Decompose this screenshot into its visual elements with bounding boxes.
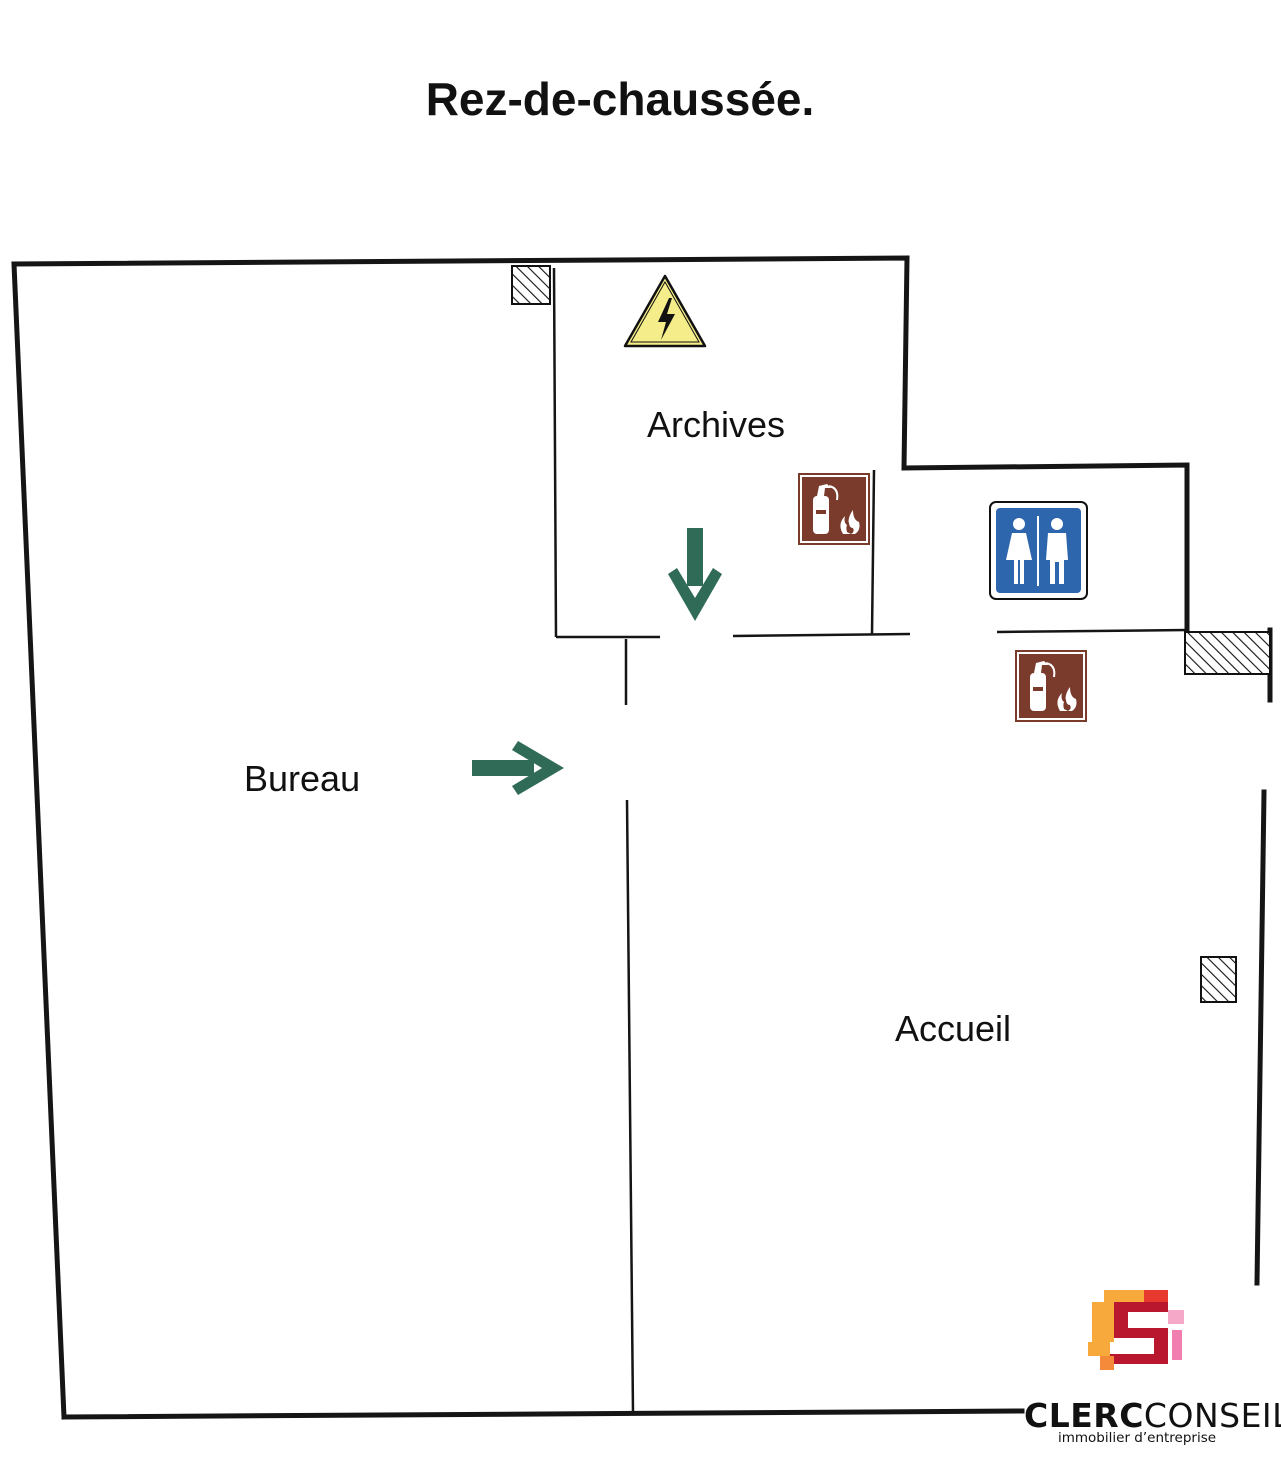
brand-name-bold: CLERC	[1024, 1396, 1144, 1435]
brand-name: CLERCCONSEIL	[1024, 1396, 1281, 1435]
fire-extinguisher-icon	[1015, 650, 1087, 722]
plan-title: Rez-de-chaussée.	[425, 73, 815, 125]
emergency-exit-arrow-icon	[472, 741, 564, 795]
emergency-exit-arrow-icon	[668, 528, 722, 621]
room-label-archives: Archives	[647, 404, 786, 445]
room-label-bureau: Bureau	[244, 758, 361, 799]
inner-walls	[552, 267, 1188, 1414]
restroom-icon	[989, 501, 1088, 600]
walls	[11, 255, 1273, 1420]
fire-extinguisher-icon	[798, 473, 870, 545]
hatched-pillar-accueil	[1200, 956, 1237, 1003]
brand-logo	[1088, 1290, 1184, 1370]
brand-name-light: CONSEIL	[1143, 1396, 1281, 1435]
hatched-pillar-right	[1184, 631, 1271, 675]
hatched-pillar-top	[511, 265, 551, 305]
brand-tagline: immobilier d’entreprise	[1058, 1430, 1217, 1446]
room-label-accueil: Accueil	[895, 1008, 1012, 1049]
high-voltage-warning-icon	[623, 274, 707, 348]
